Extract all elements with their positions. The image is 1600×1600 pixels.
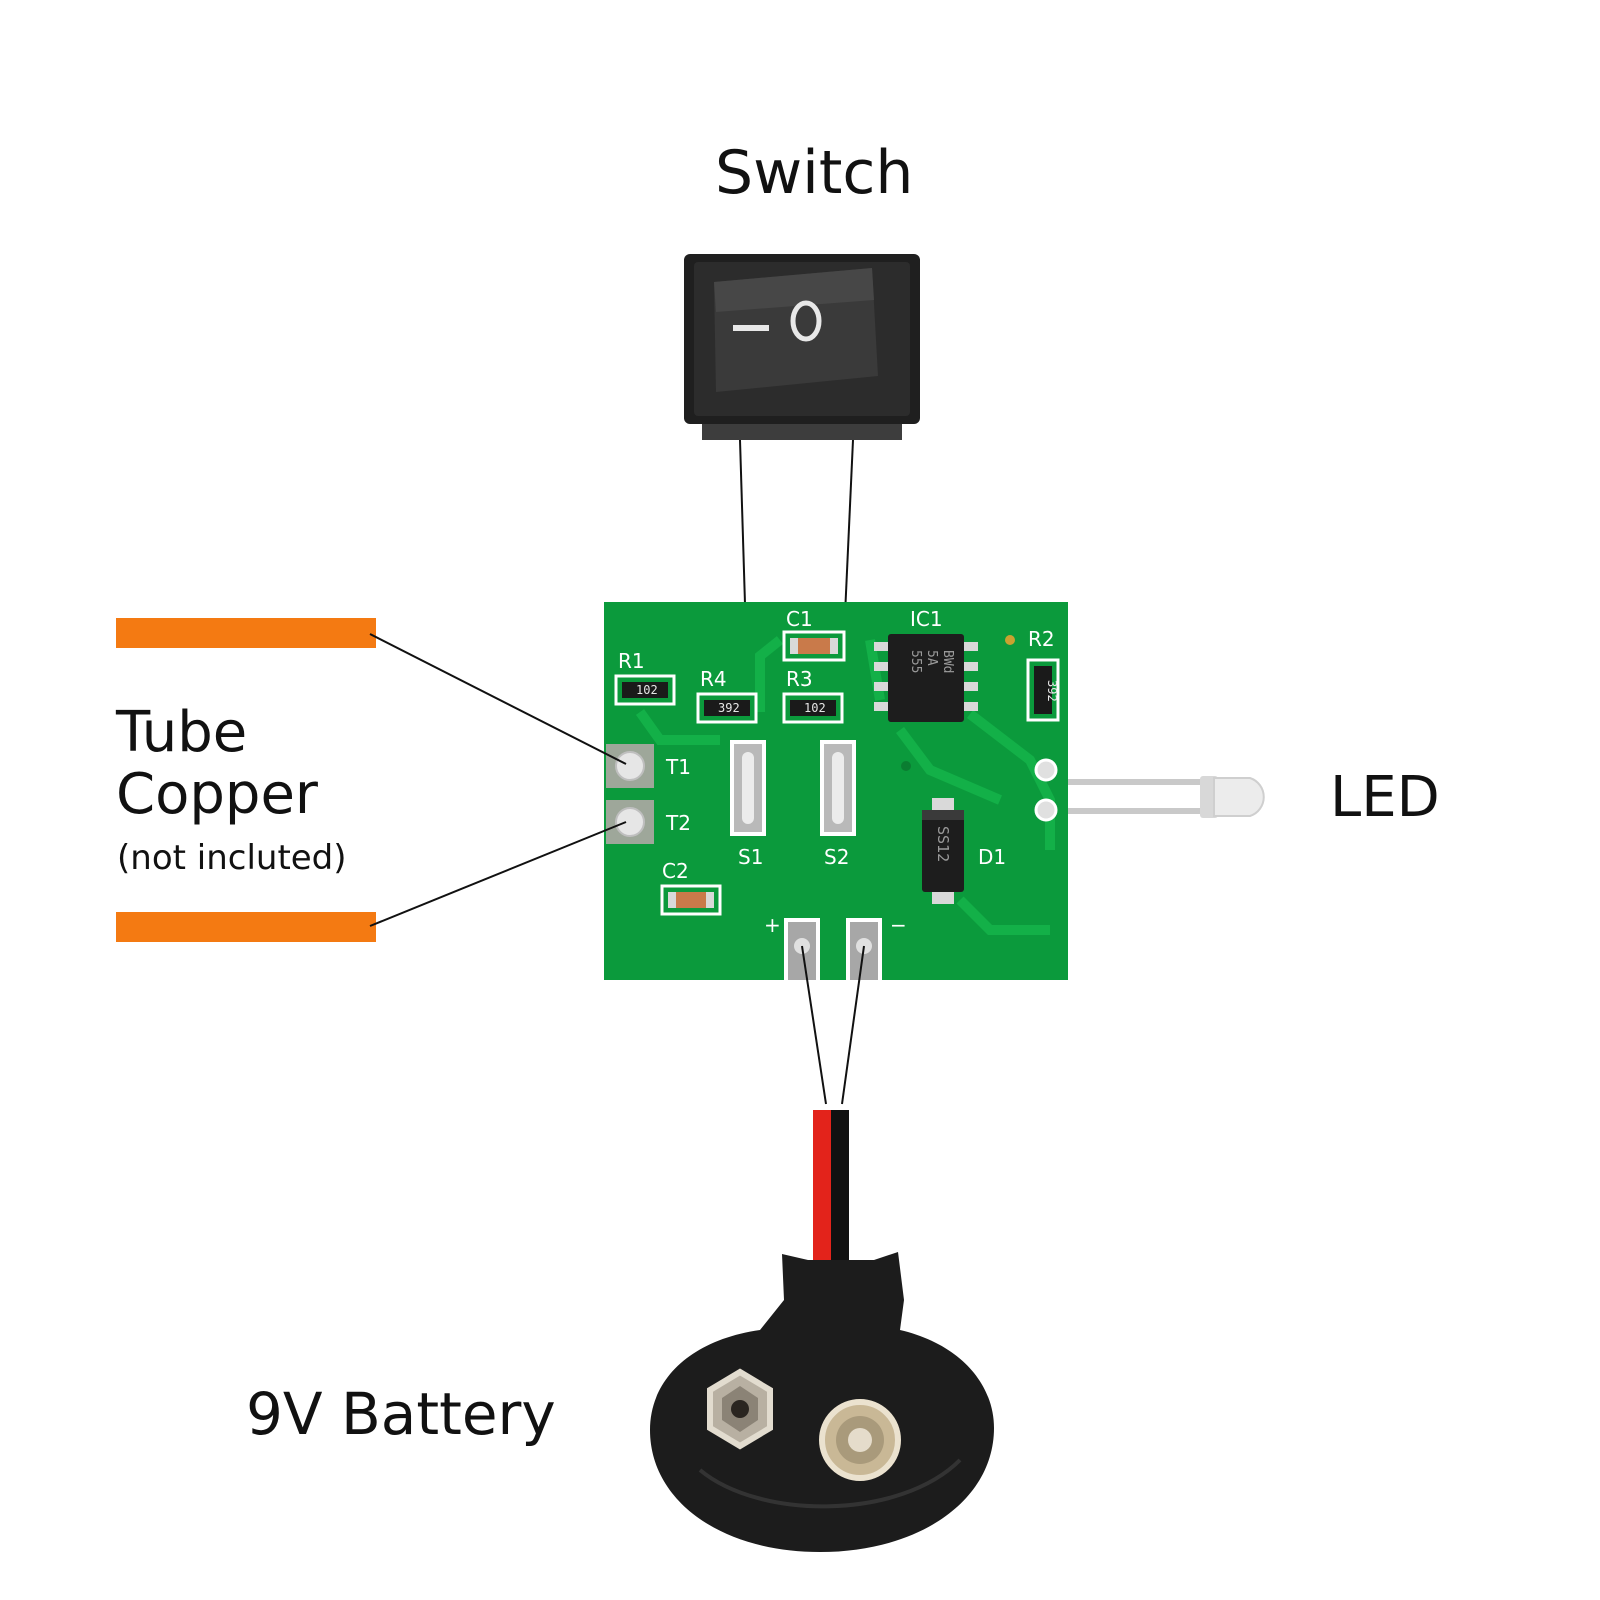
switch-on-symbol bbox=[790, 300, 822, 342]
tube-label-line2: Copper bbox=[116, 762, 318, 827]
marking-ic1-line1: 555 bbox=[908, 650, 923, 673]
marking-ic1-line3: BWd bbox=[940, 650, 955, 673]
switch-off-symbol bbox=[733, 325, 769, 331]
copper-strip-bottom bbox=[116, 912, 376, 942]
battery-lead-minus bbox=[841, 945, 865, 1105]
marking-d1: SS12 bbox=[934, 826, 952, 862]
marking-r4: 392 bbox=[718, 701, 740, 715]
silk-d1: D1 bbox=[978, 845, 1006, 869]
battery-snap-icon bbox=[650, 1252, 994, 1552]
silk-r2: R2 bbox=[1028, 627, 1055, 651]
tube-label-line1: Tube bbox=[116, 700, 248, 765]
silk-minus: − bbox=[890, 913, 907, 937]
marking-r2: 392 bbox=[1045, 680, 1059, 702]
silk-c2: C2 bbox=[662, 859, 689, 883]
led-icon bbox=[1060, 776, 1265, 818]
battery-label: 9V Battery bbox=[246, 1380, 556, 1448]
tube-copper-label: Tube Copper bbox=[116, 702, 318, 826]
silk-r3: R3 bbox=[786, 667, 813, 691]
copper-strip-top bbox=[116, 618, 376, 648]
silk-t2: T2 bbox=[665, 811, 691, 835]
silk-c1: C1 bbox=[786, 607, 813, 631]
led-label: LED bbox=[1330, 765, 1440, 830]
tube-lead-bottom bbox=[369, 821, 627, 927]
marking-r3: 102 bbox=[804, 701, 826, 715]
tube-note-label: (not inclu​ted) bbox=[117, 838, 347, 878]
rocker-switch-icon bbox=[684, 254, 920, 440]
silk-r4: R4 bbox=[700, 667, 727, 691]
switch-label: Switch bbox=[715, 138, 914, 208]
marking-r1: 102 bbox=[636, 683, 658, 697]
battery-lead-plus bbox=[801, 945, 827, 1105]
pcb-board-icon bbox=[604, 602, 1068, 980]
silk-plus: + bbox=[764, 913, 781, 937]
silk-t1: T1 bbox=[665, 755, 691, 779]
silk-ic1: IC1 bbox=[910, 607, 943, 631]
silk-s1: S1 bbox=[738, 845, 763, 869]
marking-ic1-line2: 5A bbox=[924, 650, 939, 666]
silk-r1: R1 bbox=[618, 649, 645, 673]
silk-s2: S2 bbox=[824, 845, 849, 869]
tube-lead-top bbox=[369, 633, 627, 765]
